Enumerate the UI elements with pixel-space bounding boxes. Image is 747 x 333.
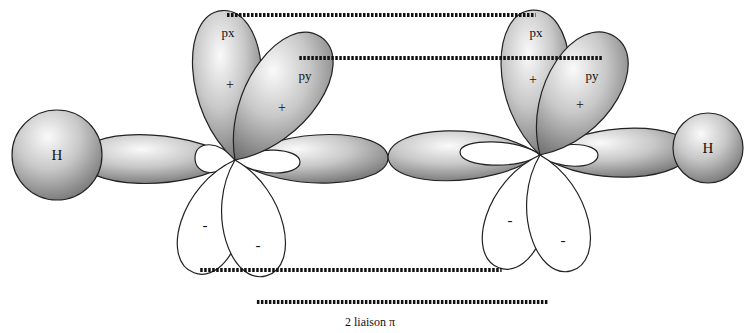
- atom-sphere: [673, 113, 743, 183]
- lobe-outline: [527, 155, 591, 272]
- hydrogen-atom: H: [671, 111, 745, 185]
- hydrogen-atom: H: [10, 108, 104, 202]
- orbital-label: +: [278, 101, 286, 115]
- lobe-outline: [536, 32, 628, 155]
- orbital-label: py: [586, 69, 599, 82]
- lobe-outline: [222, 160, 286, 277]
- p-orbital-lobe: py +: [534, 29, 631, 157]
- orbital-label: -: [256, 238, 261, 253]
- p-orbital-lobe: -: [219, 158, 288, 279]
- orbital-label: px: [222, 26, 235, 39]
- lobe-outline: [524, 153, 593, 274]
- orbital-label: px: [530, 26, 543, 39]
- lobe-outline: [219, 158, 288, 279]
- p-orbital-lobe: -: [524, 153, 593, 274]
- bond-caption: 2 liaison π: [345, 316, 395, 328]
- orbital-label: py: [299, 69, 312, 82]
- atom-sphere: [12, 110, 102, 200]
- pi-bond-line: [227, 13, 536, 17]
- lobe-outline: [534, 29, 631, 157]
- orbital-label: +: [226, 78, 234, 92]
- orbital-label: +: [529, 73, 537, 87]
- p-orbital-lobe: py +: [231, 30, 336, 162]
- orbital-label: -: [508, 213, 513, 228]
- orbital-label: -: [561, 233, 566, 248]
- pi-bond-line: [200, 268, 501, 272]
- orbital-label: -: [203, 218, 208, 233]
- pi-bond-line: [257, 300, 548, 304]
- pi-bond-line: [299, 56, 602, 60]
- orbital-label: +: [576, 98, 584, 112]
- lobe-outline: [233, 32, 333, 160]
- orbital-label: H: [703, 141, 714, 156]
- lobe-outline: [231, 30, 336, 162]
- orbital-label: H: [52, 148, 63, 163]
